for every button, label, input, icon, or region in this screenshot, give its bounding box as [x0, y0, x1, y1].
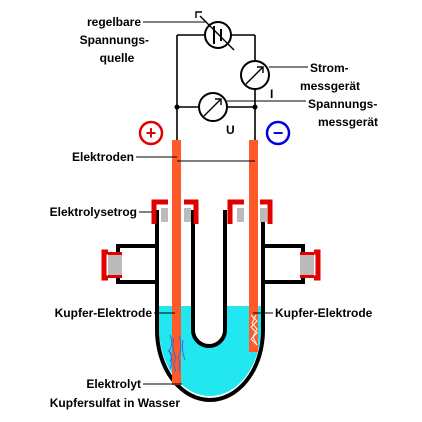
electrode-left [172, 140, 181, 385]
adjustable-voltage-source [195, 11, 235, 51]
voltmeter [198, 92, 228, 122]
leader-lines [136, 21, 308, 385]
label-source-line1: regelbare [87, 15, 141, 29]
label-voltmeter-line1: Spannungs- [308, 97, 377, 111]
circuit-wires [176, 34, 256, 140]
label-electrolyte-line1: Elektrolyt [86, 377, 141, 391]
label-source-line3: quelle [100, 51, 135, 65]
voltage-symbol: U [226, 123, 235, 137]
side-plug-right [300, 249, 321, 281]
plus-terminal: + [138, 120, 164, 146]
label-electrodes: Elektroden [72, 150, 134, 164]
label-copper-left: Kupfer-Elektrode [55, 306, 153, 320]
label-ammeter-line2: messgerät [300, 79, 360, 93]
electrode-dissolution [250, 314, 258, 346]
label-copper-right: Kupfer-Elektrode [275, 306, 373, 320]
junction-left [174, 104, 180, 110]
clamp-left [151, 199, 199, 224]
label-source-line2: Spannungs- [80, 33, 149, 47]
electrode-right [249, 140, 258, 352]
plus-sign: + [146, 123, 157, 143]
copper-deposit [167, 334, 186, 373]
minus-sign: − [273, 123, 284, 143]
label-electrolyte-line2: Kupfersulfat in Wasser [50, 396, 181, 410]
clamp-right [227, 199, 273, 224]
label-voltmeter-line2: messgerät [318, 115, 378, 129]
current-symbol: I [270, 87, 273, 101]
side-plug-left [101, 249, 122, 281]
ammeter [240, 60, 270, 90]
junction-right [252, 104, 258, 110]
label-ammeter-line1: Strom- [310, 61, 349, 75]
minus-terminal: − [265, 120, 291, 146]
label-trough: Elektrolysetrog [50, 205, 137, 219]
electrolyte [159, 306, 261, 396]
